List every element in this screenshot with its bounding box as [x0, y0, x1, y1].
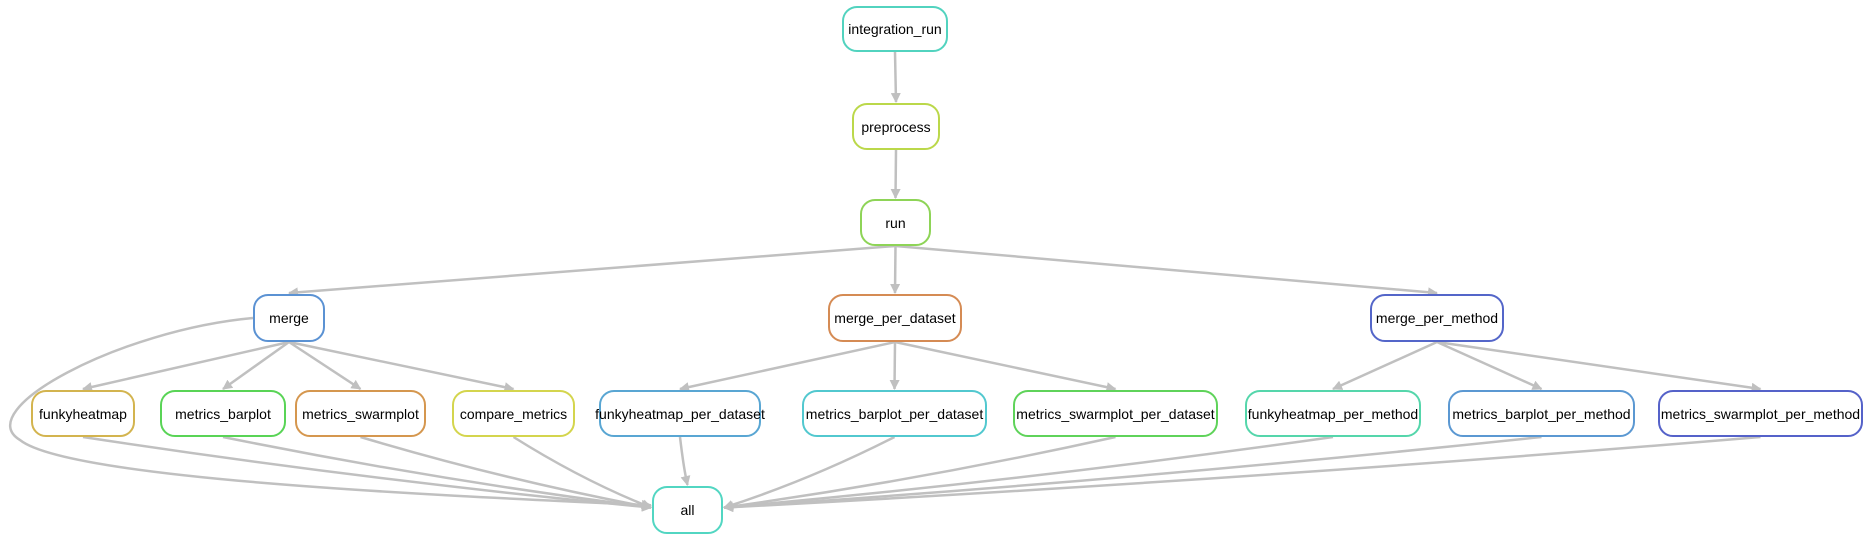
node-label: funkyheatmap [39, 405, 127, 422]
edge-merge-to-all [9, 316, 652, 510]
edge-merge-per-method-to-metrics-swarmplot-per-method [1436, 340, 1762, 393]
node-compare-metrics[interactable]: compare_metrics [452, 390, 575, 437]
node-label: metrics_swarmplot_per_method [1660, 405, 1861, 422]
node-label: metrics_barplot [175, 405, 271, 422]
node-merge-per-dataset[interactable]: merge_per_dataset [828, 294, 962, 342]
edge-integration-run-to-preprocess [890, 51, 901, 103]
node-label: all [680, 502, 695, 518]
edge-metrics-barplot-per-method-to-all [723, 435, 1542, 512]
node-label: integration_run [848, 21, 942, 37]
edge-merge-per-dataset-to-metrics-swarmplot-per-dataset [894, 340, 1117, 393]
edge-run-to-merge [288, 244, 896, 298]
edge-funkyheatmap-to-all [82, 435, 652, 512]
node-label: merge [269, 310, 309, 326]
edge-metrics-barplot-per-dataset-to-all [723, 435, 896, 510]
node-metrics-swarmplot-per-dataset[interactable]: metrics_swarmplot_per_dataset [1013, 390, 1218, 437]
edge-preprocess-to-run [890, 149, 901, 199]
node-funkyheatmap-per-dataset[interactable]: funkyheatmap_per_dataset [595, 390, 765, 437]
edge-metrics-swarmplot-per-dataset-to-all [723, 435, 1116, 512]
node-label: compare_metrics [459, 405, 568, 422]
edge-run-to-merge-per-method [895, 244, 1438, 298]
node-merge-per-method[interactable]: merge_per_method [1370, 294, 1504, 342]
node-all[interactable]: all [652, 486, 723, 534]
edge-merge-to-funkyheatmap [82, 340, 290, 392]
edge-merge-to-metrics-barplot [222, 340, 290, 391]
node-label: merge_per_dataset [834, 310, 956, 326]
edge-funkyheatmap-per-method-to-all [723, 435, 1334, 512]
node-label: merge_per_method [1375, 310, 1499, 326]
node-run[interactable]: run [860, 199, 931, 246]
node-label: funkyheatmap_per_method [1247, 405, 1419, 422]
node-integration-run[interactable]: integration_run [842, 6, 948, 52]
node-label: run [885, 214, 906, 231]
edge-metrics-swarmplot-to-all [360, 435, 652, 511]
edge-funkyheatmap-per-dataset-to-all [678, 436, 691, 486]
node-label: metrics_barplot_per_dataset [805, 405, 984, 422]
edge-merge-per-dataset-to-metrics-barplot-per-dataset [889, 341, 900, 390]
node-label: metrics_swarmplot_per_dataset [1016, 405, 1215, 422]
edge-merge-to-metrics-swarmplot [288, 340, 362, 391]
node-preprocess[interactable]: preprocess [852, 103, 940, 150]
node-label: metrics_swarmplot [302, 405, 419, 422]
node-metrics-barplot-per-method[interactable]: metrics_barplot_per_method [1448, 390, 1635, 437]
edge-run-to-merge-per-dataset [890, 245, 901, 294]
node-funkyheatmap-per-method[interactable]: funkyheatmap_per_method [1245, 390, 1421, 437]
node-label: funkyheatmap_per_dataset [595, 405, 765, 422]
node-merge[interactable]: merge [253, 294, 325, 342]
edge-metrics-barplot-to-all [222, 435, 652, 512]
edge-merge-per-method-to-funkyheatmap-per-method [1332, 340, 1438, 391]
edge-merge-to-compare-metrics [288, 340, 515, 393]
edge-metrics-swarmplot-per-method-to-all [723, 435, 1761, 513]
node-metrics-barplot-per-dataset[interactable]: metrics_barplot_per_dataset [802, 390, 987, 437]
node-label: metrics_barplot_per_method [1452, 405, 1631, 422]
edge-merge-per-dataset-to-funkyheatmap-per-dataset [679, 340, 896, 392]
node-metrics-swarmplot-per-method[interactable]: metrics_swarmplot_per_method [1658, 390, 1863, 437]
node-metrics-barplot[interactable]: metrics_barplot [160, 390, 286, 437]
node-funkyheatmap[interactable]: funkyheatmap [31, 390, 135, 437]
edge-merge-per-method-to-metrics-barplot-per-method [1436, 340, 1543, 391]
edge-compare-metrics-to-all [512, 435, 652, 509]
node-label: preprocess [861, 118, 931, 135]
node-metrics-swarmplot[interactable]: metrics_swarmplot [295, 390, 426, 437]
